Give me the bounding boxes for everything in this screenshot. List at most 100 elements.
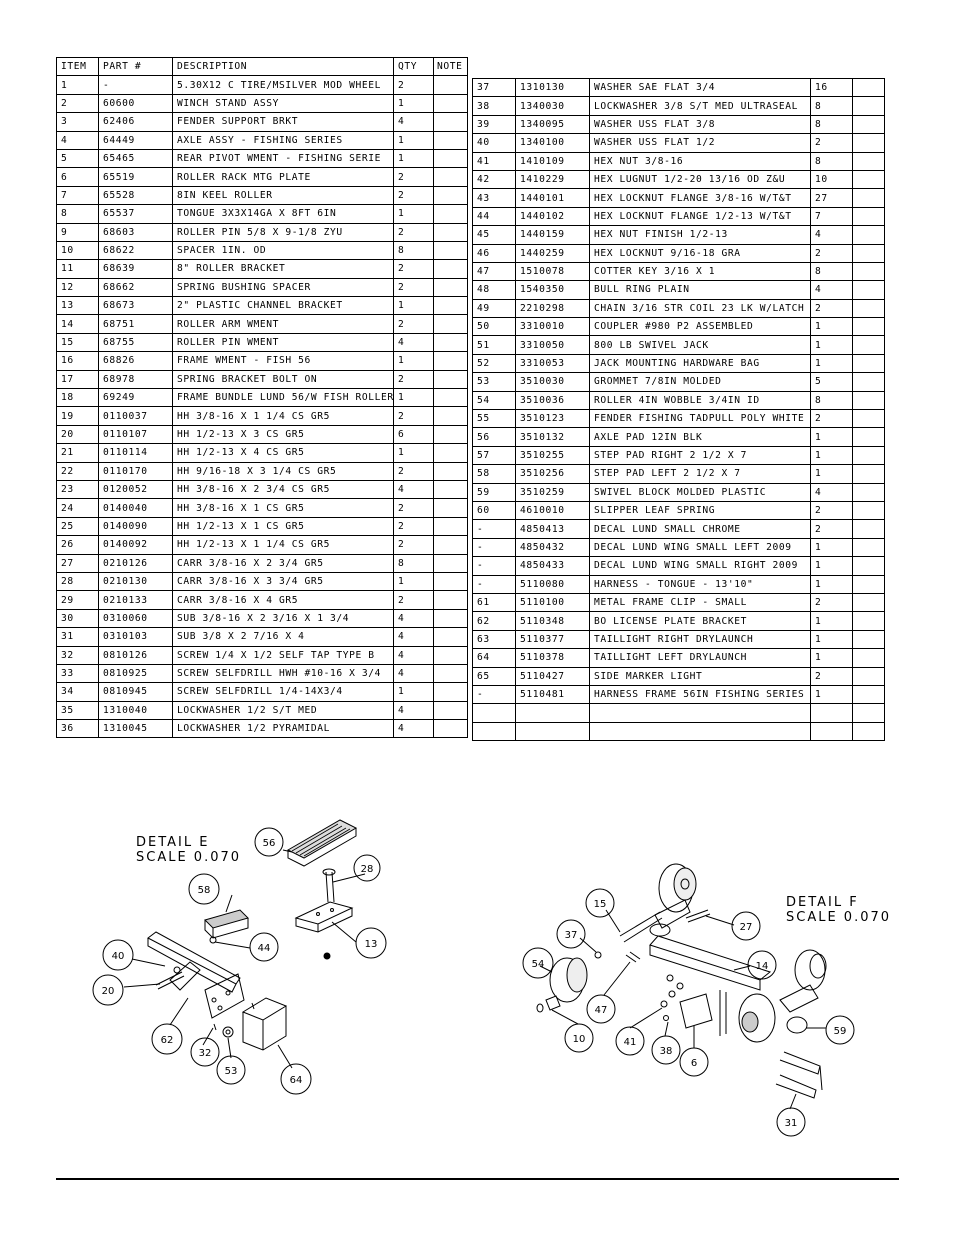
qty-cell: 1 (393, 148, 434, 169)
note-cell (433, 663, 468, 684)
item-cell: 28 (56, 571, 99, 592)
part-number-cell: 68622 (98, 240, 173, 261)
header-note: NOTE (433, 56, 468, 77)
description-cell: HEX LOCKNUT 9/16-18 GRA (589, 243, 811, 263)
qty-cell: 4 (810, 280, 853, 300)
note-cell (852, 592, 885, 613)
detail-e-drawing: DETAIL E SCALE 0.070 (92, 819, 387, 1095)
note-cell (852, 445, 885, 466)
qty-cell: 2 (810, 500, 853, 521)
balloon-58 (188, 873, 220, 905)
qty-cell: 2 (393, 75, 434, 95)
description-cell: FENDER FISHING TADPULL POLY WHITE (589, 409, 811, 429)
qty-cell: 1 (393, 351, 434, 371)
header-item: ITEM (56, 56, 99, 77)
note-cell (852, 390, 885, 411)
qty-cell: 1 (393, 204, 434, 224)
balloon-label: 13 (365, 939, 378, 950)
note-cell (852, 703, 885, 723)
description-cell: STEP PAD RIGHT 2 1/2 X 7 (589, 445, 811, 466)
note-cell (852, 151, 885, 171)
qty-cell: 10 (810, 169, 853, 190)
description-cell: HH 1/2-13 X 3 CS GR5 (172, 424, 394, 445)
note-cell (852, 611, 885, 631)
swivel-block-part (786, 1016, 808, 1034)
qty-cell: 2 (393, 406, 434, 426)
part-number-cell: 0110107 (98, 424, 173, 445)
item-cell: 56 (472, 427, 516, 447)
item-cell: 13 (56, 296, 99, 316)
item-cell: 25 (56, 516, 99, 537)
qty-cell: 8 (393, 240, 434, 261)
part-number-cell: 5110348 (515, 611, 590, 631)
item-cell: 20 (56, 424, 99, 445)
qty-cell: 2 (393, 277, 434, 298)
item-cell: 6 (56, 167, 99, 187)
item-cell: 42 (472, 169, 516, 190)
qty-cell: 1 (810, 684, 853, 705)
balloon-62 (151, 1023, 183, 1055)
note-cell (852, 335, 885, 355)
description-cell: HARNESS - TONGUE - 13'10" (589, 574, 811, 594)
qty-cell: 1 (810, 556, 853, 576)
part-number-cell: 0140092 (98, 535, 173, 555)
balloon-label: 64 (290, 1075, 303, 1086)
balloon-label: 62 (161, 1035, 174, 1046)
description-cell: HH 9/16-18 X 3 1/4 CS GR5 (172, 461, 394, 481)
qty-cell: 8 (810, 261, 853, 282)
balloon-label: 53 (225, 1066, 238, 1077)
note-cell (433, 719, 468, 739)
note-cell (433, 204, 468, 224)
item-cell: 1 (56, 75, 99, 95)
part-number-cell: 0810925 (98, 663, 173, 684)
item-cell: 46 (472, 243, 516, 263)
description-cell: REAR PIVOT WMENT - FISHING SERIE (172, 148, 394, 169)
description-cell: SLIPPER LEAF SPRING (589, 500, 811, 521)
part-number-cell: 68673 (98, 296, 173, 316)
exploded-detail-drawings: DETAIL E SCALE 0.070 (92, 819, 889, 1137)
description-cell: SCREW 1/4 X 1/2 SELF TAP TYPE B (172, 645, 394, 665)
channel-bracket-part (294, 901, 354, 925)
part-number-cell: 0110037 (98, 406, 173, 426)
balloon-label: 56 (263, 838, 276, 849)
description-cell: WASHER SAE FLAT 3/4 (589, 77, 811, 98)
balloon-54 (522, 947, 554, 979)
step-pad-part (286, 819, 358, 859)
note-cell (852, 225, 885, 245)
item-cell: 44 (472, 206, 516, 227)
description-cell: FENDER SUPPORT BRKT (172, 112, 394, 132)
part-number-cell: 1310045 (98, 719, 173, 739)
part-number-cell: 1410229 (515, 169, 590, 190)
qty-cell: 4 (393, 608, 434, 629)
item-cell: 49 (472, 298, 516, 319)
item-cell: 65 (472, 666, 516, 686)
description-cell: 8" ROLLER BRACKET (172, 259, 394, 279)
part-number-cell: 3310010 (515, 317, 590, 337)
part-number-cell: 5110100 (515, 592, 590, 613)
description-cell: DECAL LUND WING SMALL RIGHT 2009 (589, 556, 811, 576)
part-number-cell: 5110377 (515, 629, 590, 650)
description-cell: HEX NUT FINISH 1/2-13 (589, 225, 811, 245)
item-cell: 55 (472, 409, 516, 429)
part-number-cell: 68639 (98, 259, 173, 279)
item-cell: 16 (56, 351, 99, 371)
note-cell (433, 388, 468, 408)
item-cell: 36 (56, 719, 99, 739)
qty-cell: 6 (393, 424, 434, 445)
balloon-label: 37 (565, 930, 578, 941)
note-cell (433, 314, 468, 334)
qty-cell: 4 (393, 663, 434, 684)
